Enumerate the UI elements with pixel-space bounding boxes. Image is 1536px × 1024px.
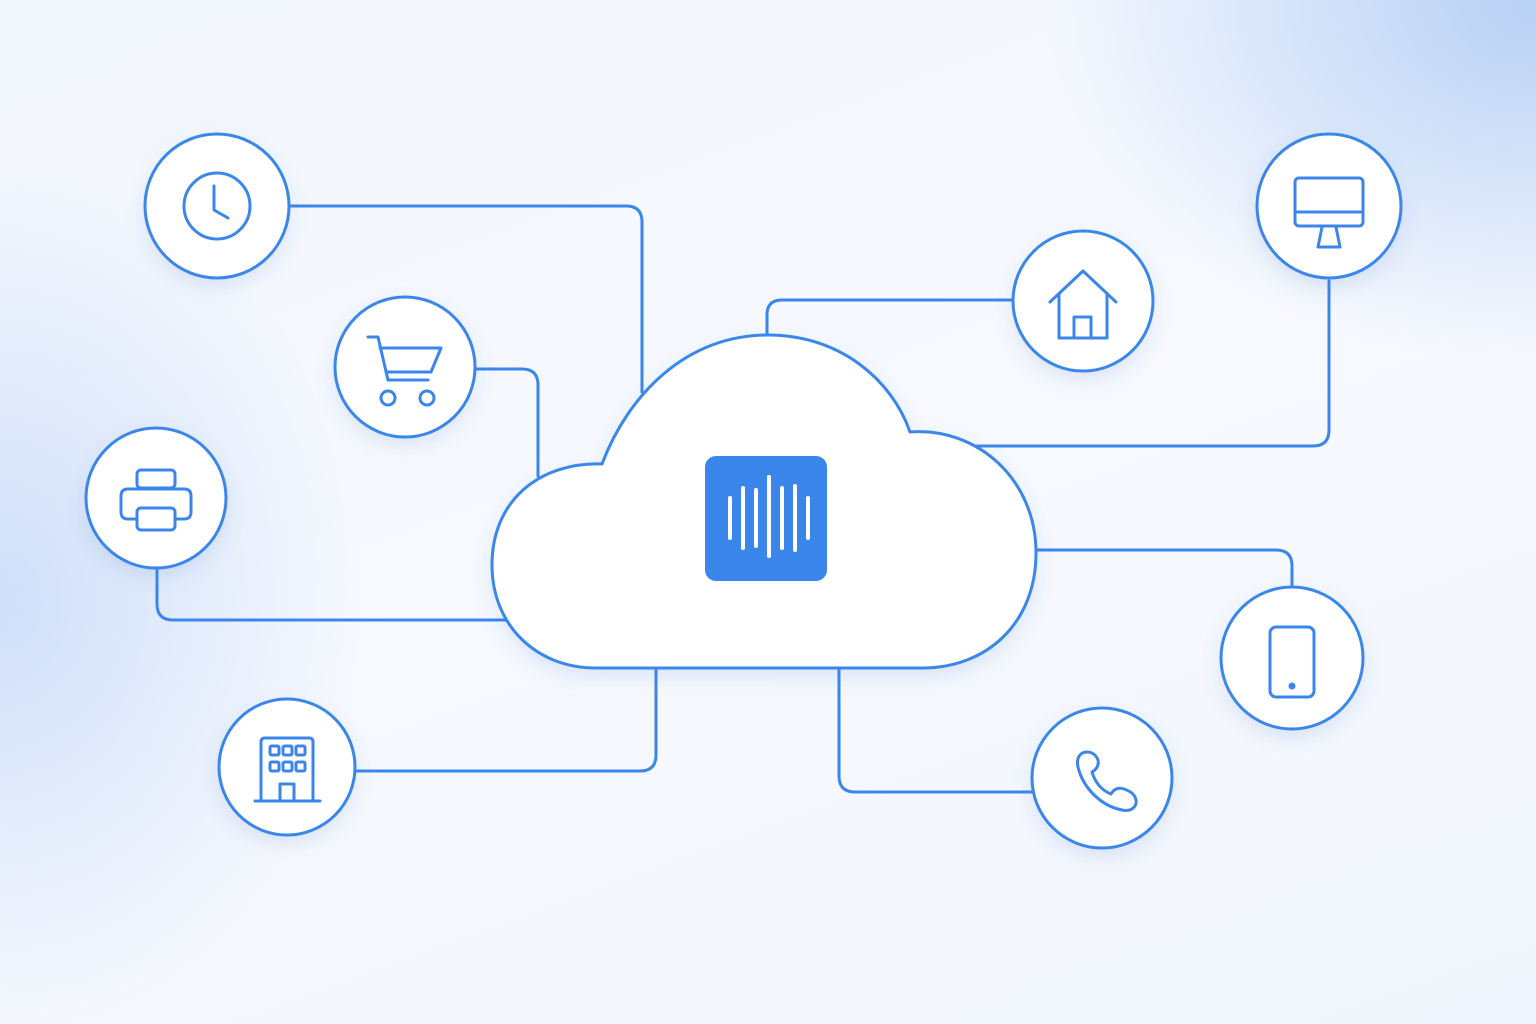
connector-shopping-cart: [474, 367, 540, 478]
node-office-building[interactable]: [217, 697, 357, 837]
smartphone-icon: [1268, 625, 1316, 699]
cloud-hub: [490, 333, 1038, 670]
node-printer[interactable]: [84, 426, 228, 570]
connector-office-building: [353, 668, 658, 773]
connector-home: [765, 298, 1015, 336]
telephone-icon: [1076, 750, 1138, 812]
connector-printer: [155, 568, 512, 622]
shopping-cart-icon: [366, 335, 443, 407]
desktop-monitor-icon: [1293, 176, 1365, 249]
office-building-icon: [253, 736, 322, 803]
device-nodes: [84, 132, 1403, 850]
node-clock[interactable]: [143, 132, 291, 280]
connector-smartphone: [1034, 548, 1294, 590]
node-home[interactable]: [1011, 229, 1155, 373]
home-icon: [1048, 269, 1118, 340]
node-desktop-monitor[interactable]: [1255, 132, 1403, 280]
node-smartphone[interactable]: [1219, 585, 1365, 731]
connector-lines: [155, 204, 1331, 794]
connector-telephone: [837, 668, 1034, 794]
node-telephone[interactable]: [1030, 706, 1174, 850]
connector-clock: [288, 204, 644, 394]
audio-waveform-icon: [705, 456, 827, 581]
printer-icon: [119, 468, 193, 532]
connector-desktop-monitor: [968, 279, 1331, 448]
clock-icon: [182, 171, 252, 241]
node-shopping-cart[interactable]: [333, 295, 477, 439]
